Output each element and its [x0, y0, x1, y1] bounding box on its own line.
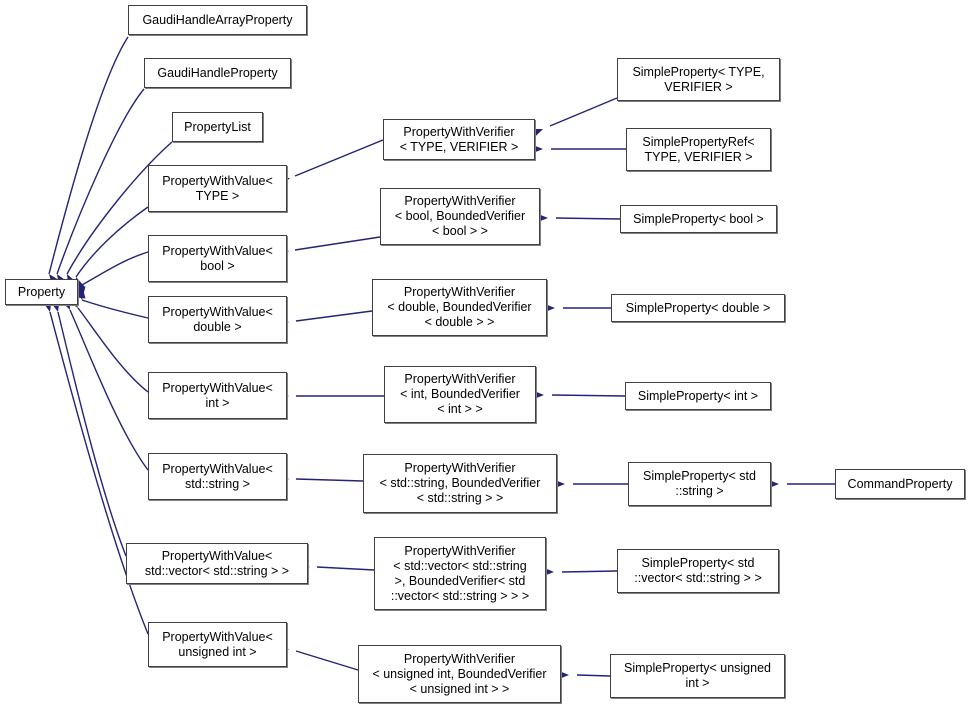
class-node-label: GaudiHandleArrayProperty — [142, 12, 293, 27]
class-node-label: SimpleProperty< bool > — [633, 211, 764, 226]
inheritance-edge — [294, 236, 381, 251]
class-node-label: PropertyWithVerifier < int, BoundedVerif… — [400, 372, 520, 416]
inheritance-edge — [81, 251, 149, 286]
class-node-label: CommandProperty — [847, 476, 953, 491]
class-node-label: PropertyWithValue< double > — [162, 304, 273, 334]
class-node-label: SimpleProperty< TYPE, VERIFIER > — [632, 64, 765, 94]
inheritance-edge — [555, 217, 621, 220]
class-node-property-with-verifier-string[interactable]: PropertyWithVerifier < std::string, Boun… — [363, 454, 557, 513]
class-node-property-with-value-double[interactable]: PropertyWithValue< double > — [148, 296, 287, 343]
inheritance-edge — [549, 97, 618, 127]
class-node-label: PropertyWithValue< unsigned int > — [162, 629, 273, 659]
inheritance-edge — [294, 139, 384, 177]
class-node-simple-property-vector-string[interactable]: SimpleProperty< std ::vector< std::strin… — [617, 549, 779, 593]
inheritance-edge — [295, 478, 364, 482]
class-node-property-with-value-string[interactable]: PropertyWithValue< std::string > — [148, 453, 287, 500]
class-node-label: PropertyWithVerifier < bool, BoundedVeri… — [394, 194, 526, 238]
class-node-property-with-value-unsigned-int[interactable]: PropertyWithValue< unsigned int > — [148, 622, 287, 667]
inheritance-edge — [56, 88, 145, 275]
class-node-property-with-value-bool[interactable]: PropertyWithValue< bool > — [148, 235, 287, 282]
inheritance-edge — [316, 566, 375, 571]
class-node-simple-property-string[interactable]: SimpleProperty< std ::string > — [628, 462, 771, 506]
class-node-property-with-verifier-int[interactable]: PropertyWithVerifier < int, BoundedVerif… — [384, 366, 536, 423]
class-node-label: PropertyWithVerifier < TYPE, VERIFIER > — [399, 124, 519, 154]
class-node-simple-property-bool[interactable]: SimpleProperty< bool > — [620, 205, 777, 233]
inheritance-edge — [75, 206, 149, 278]
class-node-label: SimpleProperty< std ::string > — [643, 469, 756, 498]
inheritance-edge — [77, 307, 149, 393]
class-node-label: PropertyWithValue< std::string > — [162, 461, 273, 491]
class-node-property-list[interactable]: PropertyList — [172, 112, 263, 142]
class-node-property-with-value-vector-string[interactable]: PropertyWithValue< std::vector< std::str… — [126, 543, 308, 584]
class-node-property-with-verifier-type-verifier[interactable]: PropertyWithVerifier < TYPE, VERIFIER > — [383, 119, 535, 160]
class-node-property-with-value-int[interactable]: PropertyWithValue< int > — [148, 372, 287, 419]
class-node-label: SimpleProperty< std ::vector< std::strin… — [634, 556, 762, 585]
inheritance-edge — [561, 570, 618, 573]
class-node-property-with-verifier-bool[interactable]: PropertyWithVerifier < bool, BoundedVeri… — [380, 188, 540, 245]
class-node-label: PropertyWithVerifier < std::string, Boun… — [379, 461, 541, 505]
class-node-property-with-verifier-unsigned-int[interactable]: PropertyWithVerifier < unsigned int, Bou… — [358, 645, 561, 703]
class-node-label: Property — [17, 284, 66, 299]
class-node-property[interactable]: Property — [5, 279, 78, 305]
class-node-command-property[interactable]: CommandProperty — [835, 469, 965, 499]
class-node-label: SimpleProperty< double > — [625, 300, 771, 315]
class-node-label: SimplePropertyRef< TYPE, VERIFIER > — [642, 134, 755, 164]
edge-layer — [48, 36, 835, 677]
class-node-gaudi-handle-array-property[interactable]: GaudiHandleArrayProperty — [128, 5, 307, 35]
class-node-label: PropertyWithValue< bool > — [162, 243, 273, 273]
inheritance-edge — [49, 311, 149, 635]
class-node-label: PropertyWithValue< TYPE > — [162, 173, 273, 203]
inheritance-edge — [295, 650, 359, 671]
inheritance-edge — [69, 309, 149, 471]
inheritance-edge — [48, 36, 129, 275]
class-node-simple-property-unsigned-int[interactable]: SimpleProperty< unsigned int > — [610, 654, 785, 698]
inheritance-edge — [66, 141, 173, 275]
class-node-label: GaudiHandleProperty — [157, 65, 278, 80]
class-node-property-with-value-type[interactable]: PropertyWithValue< TYPE > — [148, 165, 287, 212]
class-node-label: PropertyWithVerifier < double, BoundedVe… — [387, 285, 532, 329]
inheritance-edge — [551, 394, 626, 397]
class-node-label: PropertyWithValue< std::vector< std::str… — [144, 548, 290, 578]
inheritance-edge — [576, 674, 611, 677]
class-node-simple-property-ref-type-verifier[interactable]: SimplePropertyRef< TYPE, VERIFIER > — [626, 128, 771, 171]
inheritance-edge — [295, 310, 373, 322]
class-node-simple-property-double[interactable]: SimpleProperty< double > — [611, 294, 785, 322]
class-node-label: SimpleProperty< int > — [637, 388, 759, 403]
class-node-label: PropertyWithVerifier < unsigned int, Bou… — [372, 651, 547, 696]
class-node-label: PropertyWithVerifier < std::vector< std:… — [390, 543, 530, 603]
class-node-label: PropertyWithValue< int > — [162, 380, 273, 410]
inheritance-edge — [81, 299, 149, 319]
class-node-gaudi-handle-property[interactable]: GaudiHandleProperty — [144, 58, 291, 88]
class-node-label: PropertyList — [184, 119, 251, 134]
class-node-property-with-verifier-double[interactable]: PropertyWithVerifier < double, BoundedVe… — [372, 279, 547, 336]
class-node-simple-property-int[interactable]: SimpleProperty< int > — [625, 382, 771, 410]
class-node-property-with-verifier-vector-string[interactable]: PropertyWithVerifier < std::vector< std:… — [374, 537, 546, 610]
inheritance-edge — [57, 311, 127, 557]
class-node-simple-property-type-verifier[interactable]: SimpleProperty< TYPE, VERIFIER > — [617, 58, 780, 101]
class-node-label: SimpleProperty< unsigned int > — [624, 661, 771, 690]
